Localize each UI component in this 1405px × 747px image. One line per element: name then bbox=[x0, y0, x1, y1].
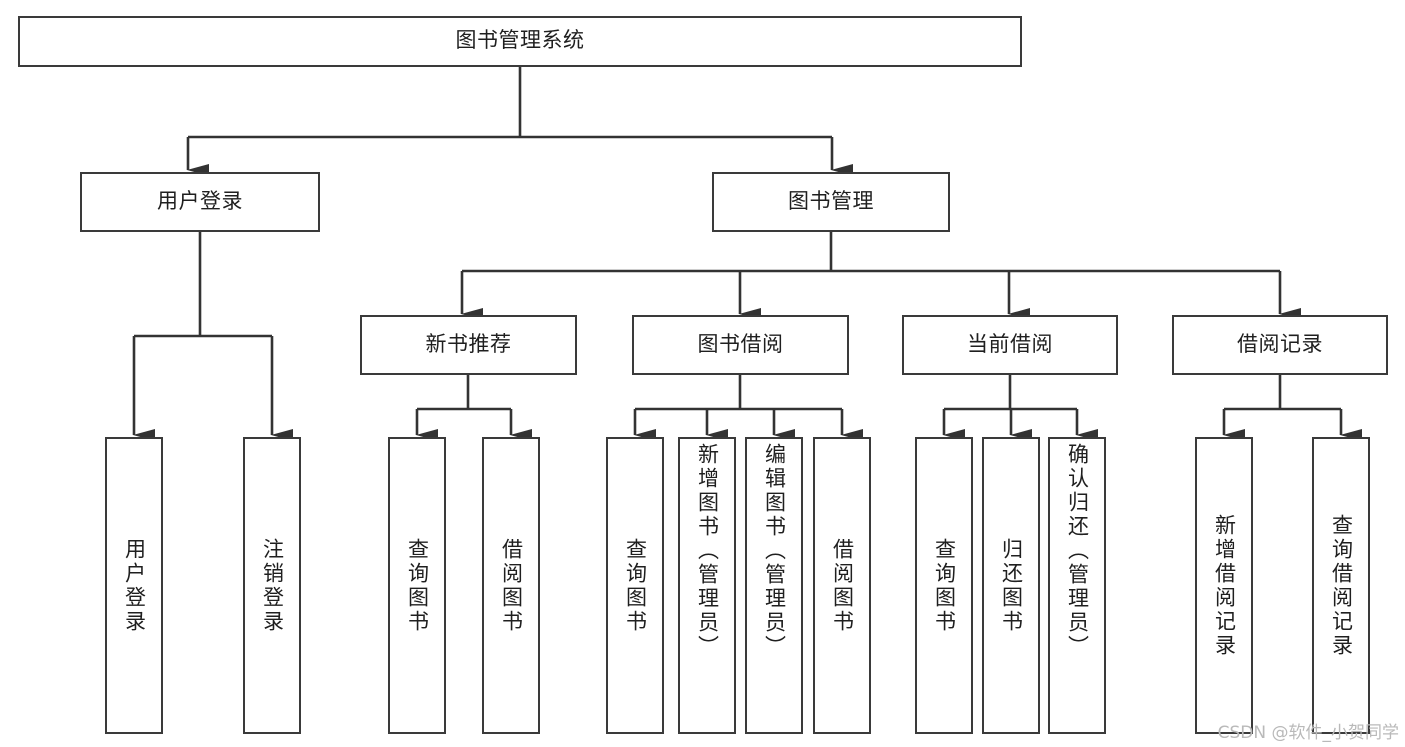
node-leaf-query-book-recommend[interactable]: 查询图书 bbox=[388, 437, 446, 734]
node-leaf-query-borrow-record[interactable]: 查询借阅记录 bbox=[1312, 437, 1370, 734]
node-leaf-user-login[interactable]: 用户登录 bbox=[105, 437, 163, 734]
node-book-borrow[interactable]: 图书借阅 bbox=[632, 315, 849, 375]
node-leaf-query-book-current-label: 查询图书 bbox=[932, 537, 956, 634]
node-leaf-add-book-label: 新增图书（管理员） bbox=[695, 443, 719, 659]
node-leaf-return-book[interactable]: 归还图书 bbox=[982, 437, 1040, 734]
node-new-book-recommend[interactable]: 新书推荐 bbox=[360, 315, 577, 375]
node-leaf-query-book-recommend-label: 查询图书 bbox=[405, 537, 429, 634]
node-borrow-record-label: 借阅记录 bbox=[1237, 332, 1323, 356]
node-book-manage[interactable]: 图书管理 bbox=[712, 172, 950, 232]
node-current-borrow[interactable]: 当前借阅 bbox=[902, 315, 1118, 375]
node-leaf-confirm-return[interactable]: 确认归还（管理员） bbox=[1048, 437, 1106, 734]
node-leaf-logout-label: 注销登录 bbox=[260, 537, 284, 634]
node-leaf-borrow-book-label: 借阅图书 bbox=[830, 537, 854, 634]
node-root[interactable]: 图书管理系统 bbox=[18, 16, 1022, 67]
node-leaf-edit-book-label: 编辑图书（管理员） bbox=[762, 443, 786, 659]
node-leaf-borrow-book[interactable]: 借阅图书 bbox=[813, 437, 871, 734]
node-leaf-add-borrow-record[interactable]: 新增借阅记录 bbox=[1195, 437, 1253, 734]
node-leaf-query-book-borrow[interactable]: 查询图书 bbox=[606, 437, 664, 734]
node-new-book-recommend-label: 新书推荐 bbox=[425, 332, 512, 356]
node-leaf-borrow-book-recommend-label: 借阅图书 bbox=[499, 537, 523, 634]
node-leaf-add-book[interactable]: 新增图书（管理员） bbox=[678, 437, 736, 734]
node-leaf-query-book-borrow-label: 查询图书 bbox=[623, 537, 647, 634]
node-current-borrow-label: 当前借阅 bbox=[967, 332, 1053, 356]
watermark: CSDN @软件_小贺同学 bbox=[1217, 723, 1399, 743]
node-leaf-confirm-return-label: 确认归还（管理员） bbox=[1065, 443, 1089, 659]
node-leaf-return-book-label: 归还图书 bbox=[999, 537, 1023, 634]
node-user-login[interactable]: 用户登录 bbox=[80, 172, 320, 232]
node-root-label: 图书管理系统 bbox=[455, 29, 585, 53]
node-leaf-edit-book[interactable]: 编辑图书（管理员） bbox=[745, 437, 803, 734]
node-book-manage-label: 图书管理 bbox=[788, 189, 874, 213]
node-user-login-label: 用户登录 bbox=[157, 189, 243, 213]
node-leaf-logout[interactable]: 注销登录 bbox=[243, 437, 301, 734]
node-borrow-record[interactable]: 借阅记录 bbox=[1172, 315, 1388, 375]
node-leaf-query-borrow-record-label: 查询借阅记录 bbox=[1329, 513, 1353, 658]
node-leaf-borrow-book-recommend[interactable]: 借阅图书 bbox=[482, 437, 540, 734]
node-leaf-query-book-current[interactable]: 查询图书 bbox=[915, 437, 973, 734]
node-leaf-user-login-label: 用户登录 bbox=[122, 537, 146, 634]
node-book-borrow-label: 图书借阅 bbox=[697, 332, 784, 356]
node-leaf-add-borrow-record-label: 新增借阅记录 bbox=[1212, 513, 1236, 658]
